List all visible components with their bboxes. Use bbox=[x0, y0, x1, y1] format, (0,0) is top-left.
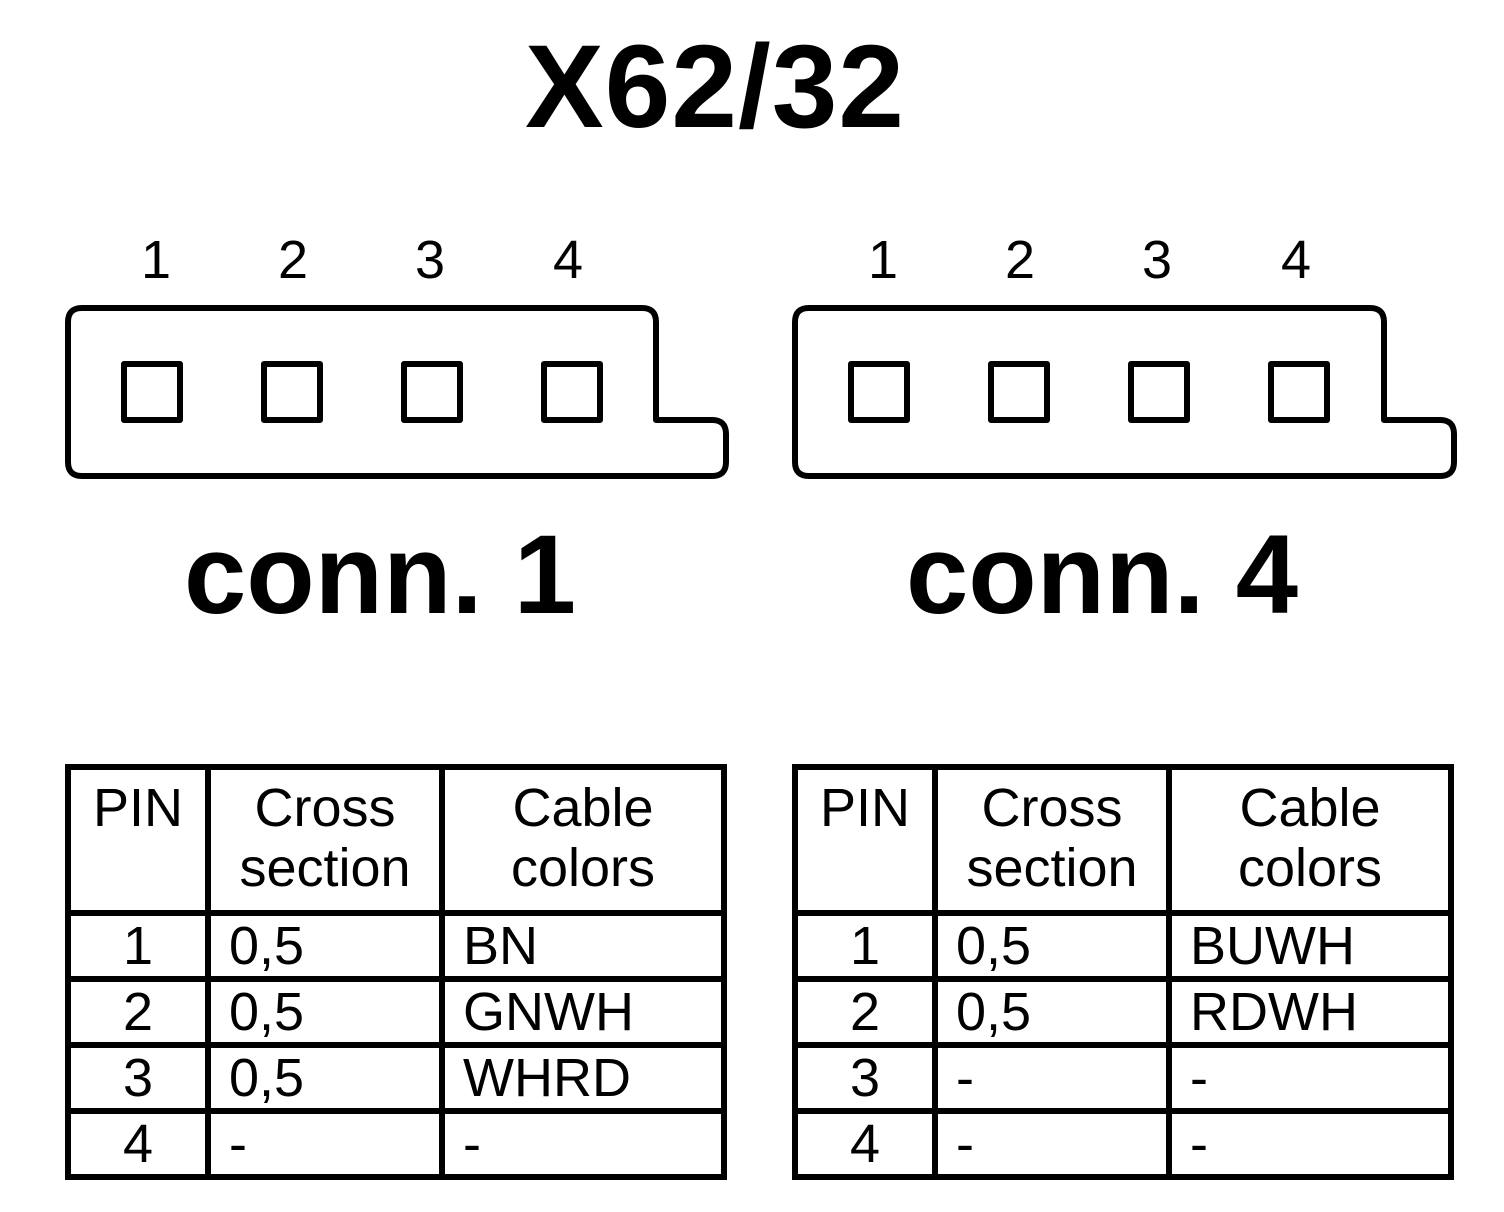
conn4-pin-number-4: 4 bbox=[1280, 230, 1312, 290]
cross-section-cell: 0,5 bbox=[932, 976, 1172, 1048]
pin-cell: 4 bbox=[792, 1108, 938, 1180]
cross-section-cell: 0,5 bbox=[932, 910, 1172, 982]
conn4-pin-number-2: 2 bbox=[1004, 230, 1036, 290]
conn4-housing-outline bbox=[792, 305, 1457, 479]
connector-drawings bbox=[65, 305, 1457, 479]
conn4-label: conn. 4 bbox=[905, 512, 1299, 637]
cable-color-cell: GNWH bbox=[439, 976, 727, 1048]
cross-section-cell: - bbox=[205, 1108, 445, 1180]
conn1-pin-slot-4 bbox=[541, 361, 603, 423]
conn4-pin-slot-1 bbox=[848, 361, 910, 423]
cable-color-cell: BUWH bbox=[1166, 910, 1454, 982]
conn1-pin-slot-3 bbox=[401, 361, 463, 423]
conn1-label: conn. 1 bbox=[183, 512, 577, 637]
conn1-pin-number-1: 1 bbox=[140, 230, 172, 290]
cable-color-cell: - bbox=[1166, 1042, 1454, 1114]
pin-cell: 3 bbox=[65, 1042, 211, 1114]
table-row: 1 0,5 BUWH bbox=[792, 910, 1454, 982]
conn1-pin-slot-1 bbox=[121, 361, 183, 423]
pin-cell: 1 bbox=[792, 910, 938, 982]
table-row: 3 0,5 WHRD bbox=[65, 1042, 727, 1114]
cable-color-cell: - bbox=[1166, 1108, 1454, 1180]
pin-cell: 4 bbox=[65, 1108, 211, 1180]
pin-header: PIN bbox=[792, 764, 938, 916]
conn1-pin-number-3: 3 bbox=[414, 230, 446, 290]
cross-section-cell: - bbox=[932, 1108, 1172, 1180]
conn4-pin-slot-4 bbox=[1268, 361, 1330, 423]
table-row: 2 0,5 RDWH bbox=[792, 976, 1454, 1048]
conn4-pin-number-1: 1 bbox=[867, 230, 899, 290]
conn4-pin-slot-2 bbox=[988, 361, 1050, 423]
conn1-pin-number-2: 2 bbox=[277, 230, 309, 290]
table-row: 3 - - bbox=[792, 1042, 1454, 1114]
table-row: 4 - - bbox=[792, 1108, 1454, 1180]
conn4-pin-number-3: 3 bbox=[1141, 230, 1173, 290]
cable-color-cell: - bbox=[439, 1108, 727, 1180]
conn1-housing-outline bbox=[65, 305, 729, 479]
pin-cell: 2 bbox=[792, 976, 938, 1048]
cable-color-cell: BN bbox=[439, 910, 727, 982]
conn1-pin-number-4: 4 bbox=[552, 230, 584, 290]
cable-color-cell: WHRD bbox=[439, 1042, 727, 1114]
cross-section-cell: - bbox=[932, 1042, 1172, 1114]
pin-cell: 1 bbox=[65, 910, 211, 982]
conn1-pin-slot-2 bbox=[261, 361, 323, 423]
cross-section-cell: 0,5 bbox=[205, 1042, 445, 1114]
cross-section-cell: 0,5 bbox=[205, 976, 445, 1048]
conn4-pin-slot-3 bbox=[1128, 361, 1190, 423]
table-row: 2 0,5 GNWH bbox=[65, 976, 727, 1048]
pin-cell: 2 bbox=[65, 976, 211, 1048]
pin-cell: 3 bbox=[792, 1042, 938, 1114]
cable-color-cell: RDWH bbox=[1166, 976, 1454, 1048]
table-row: 1 0,5 BN bbox=[65, 910, 727, 982]
table-row: 4 - - bbox=[65, 1108, 727, 1180]
cross-section-cell: 0,5 bbox=[205, 910, 445, 982]
diagram-title: X62/32 bbox=[525, 21, 905, 153]
pin-header: PIN bbox=[65, 764, 211, 916]
